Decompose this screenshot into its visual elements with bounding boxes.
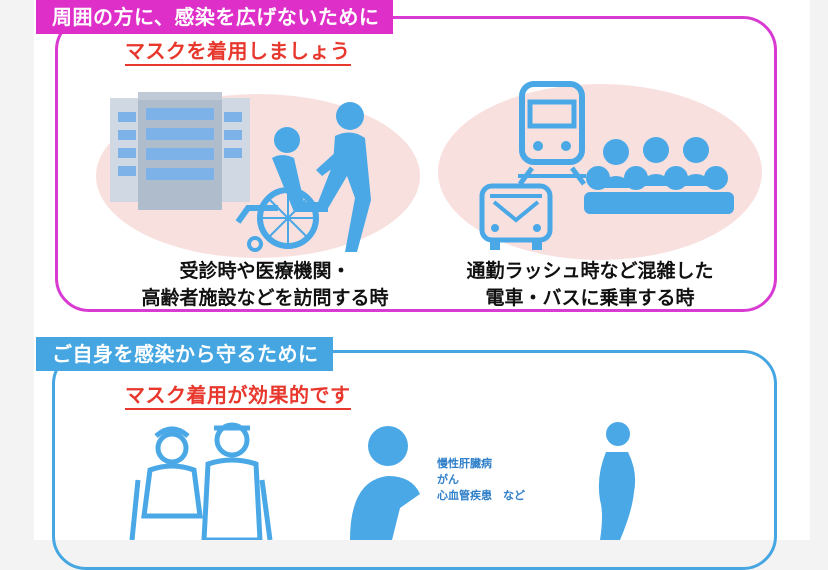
person-with-condition-icon — [350, 426, 420, 540]
pregnant-woman-icon — [598, 422, 636, 540]
bus-icon — [479, 183, 553, 250]
condition-cancer: がん — [437, 473, 459, 486]
condition-liver: 慢性肝臓病 — [437, 457, 492, 470]
hospital-icon — [110, 92, 250, 210]
scene-left-caption: 受診時や医療機関・ 高齢者施設などを訪問する時 — [110, 258, 420, 312]
page-sheet — [34, 0, 810, 540]
elderly-couple-icon — [129, 422, 273, 540]
condition-list: 慢性肝臓病 がん 心血管疾患 など — [437, 456, 525, 504]
crowd-icon — [584, 137, 734, 214]
section1-banner: 周囲の方に、感染を広げないために — [36, 0, 394, 34]
wheelchair-icon — [235, 127, 328, 252]
scene-right-caption: 通勤ラッシュ時など混雑した 電車・バスに乗車する時 — [440, 258, 740, 312]
condition-cardio: 心血管疾患 など — [437, 489, 525, 502]
section2-banner: ご自身を感染から守るために — [36, 337, 333, 371]
scene-right-caption-line2: 電車・バスに乗車する時 — [485, 287, 695, 309]
illustrations — [96, 81, 762, 540]
section1-headline: マスクを着用しましょう — [125, 38, 351, 66]
scene-left-caption-line1: 受診時や医療機関・ — [179, 260, 351, 282]
scene-right-caption-line1: 通勤ラッシュ時など混雑した — [466, 260, 714, 282]
train-icon — [518, 81, 586, 186]
section1-panel — [55, 16, 777, 312]
caregiver-icon — [315, 102, 371, 252]
section2-headline: マスク着用が効果的です — [125, 382, 351, 410]
scene-left-caption-line2: 高齢者施設などを訪問する時 — [141, 287, 389, 309]
